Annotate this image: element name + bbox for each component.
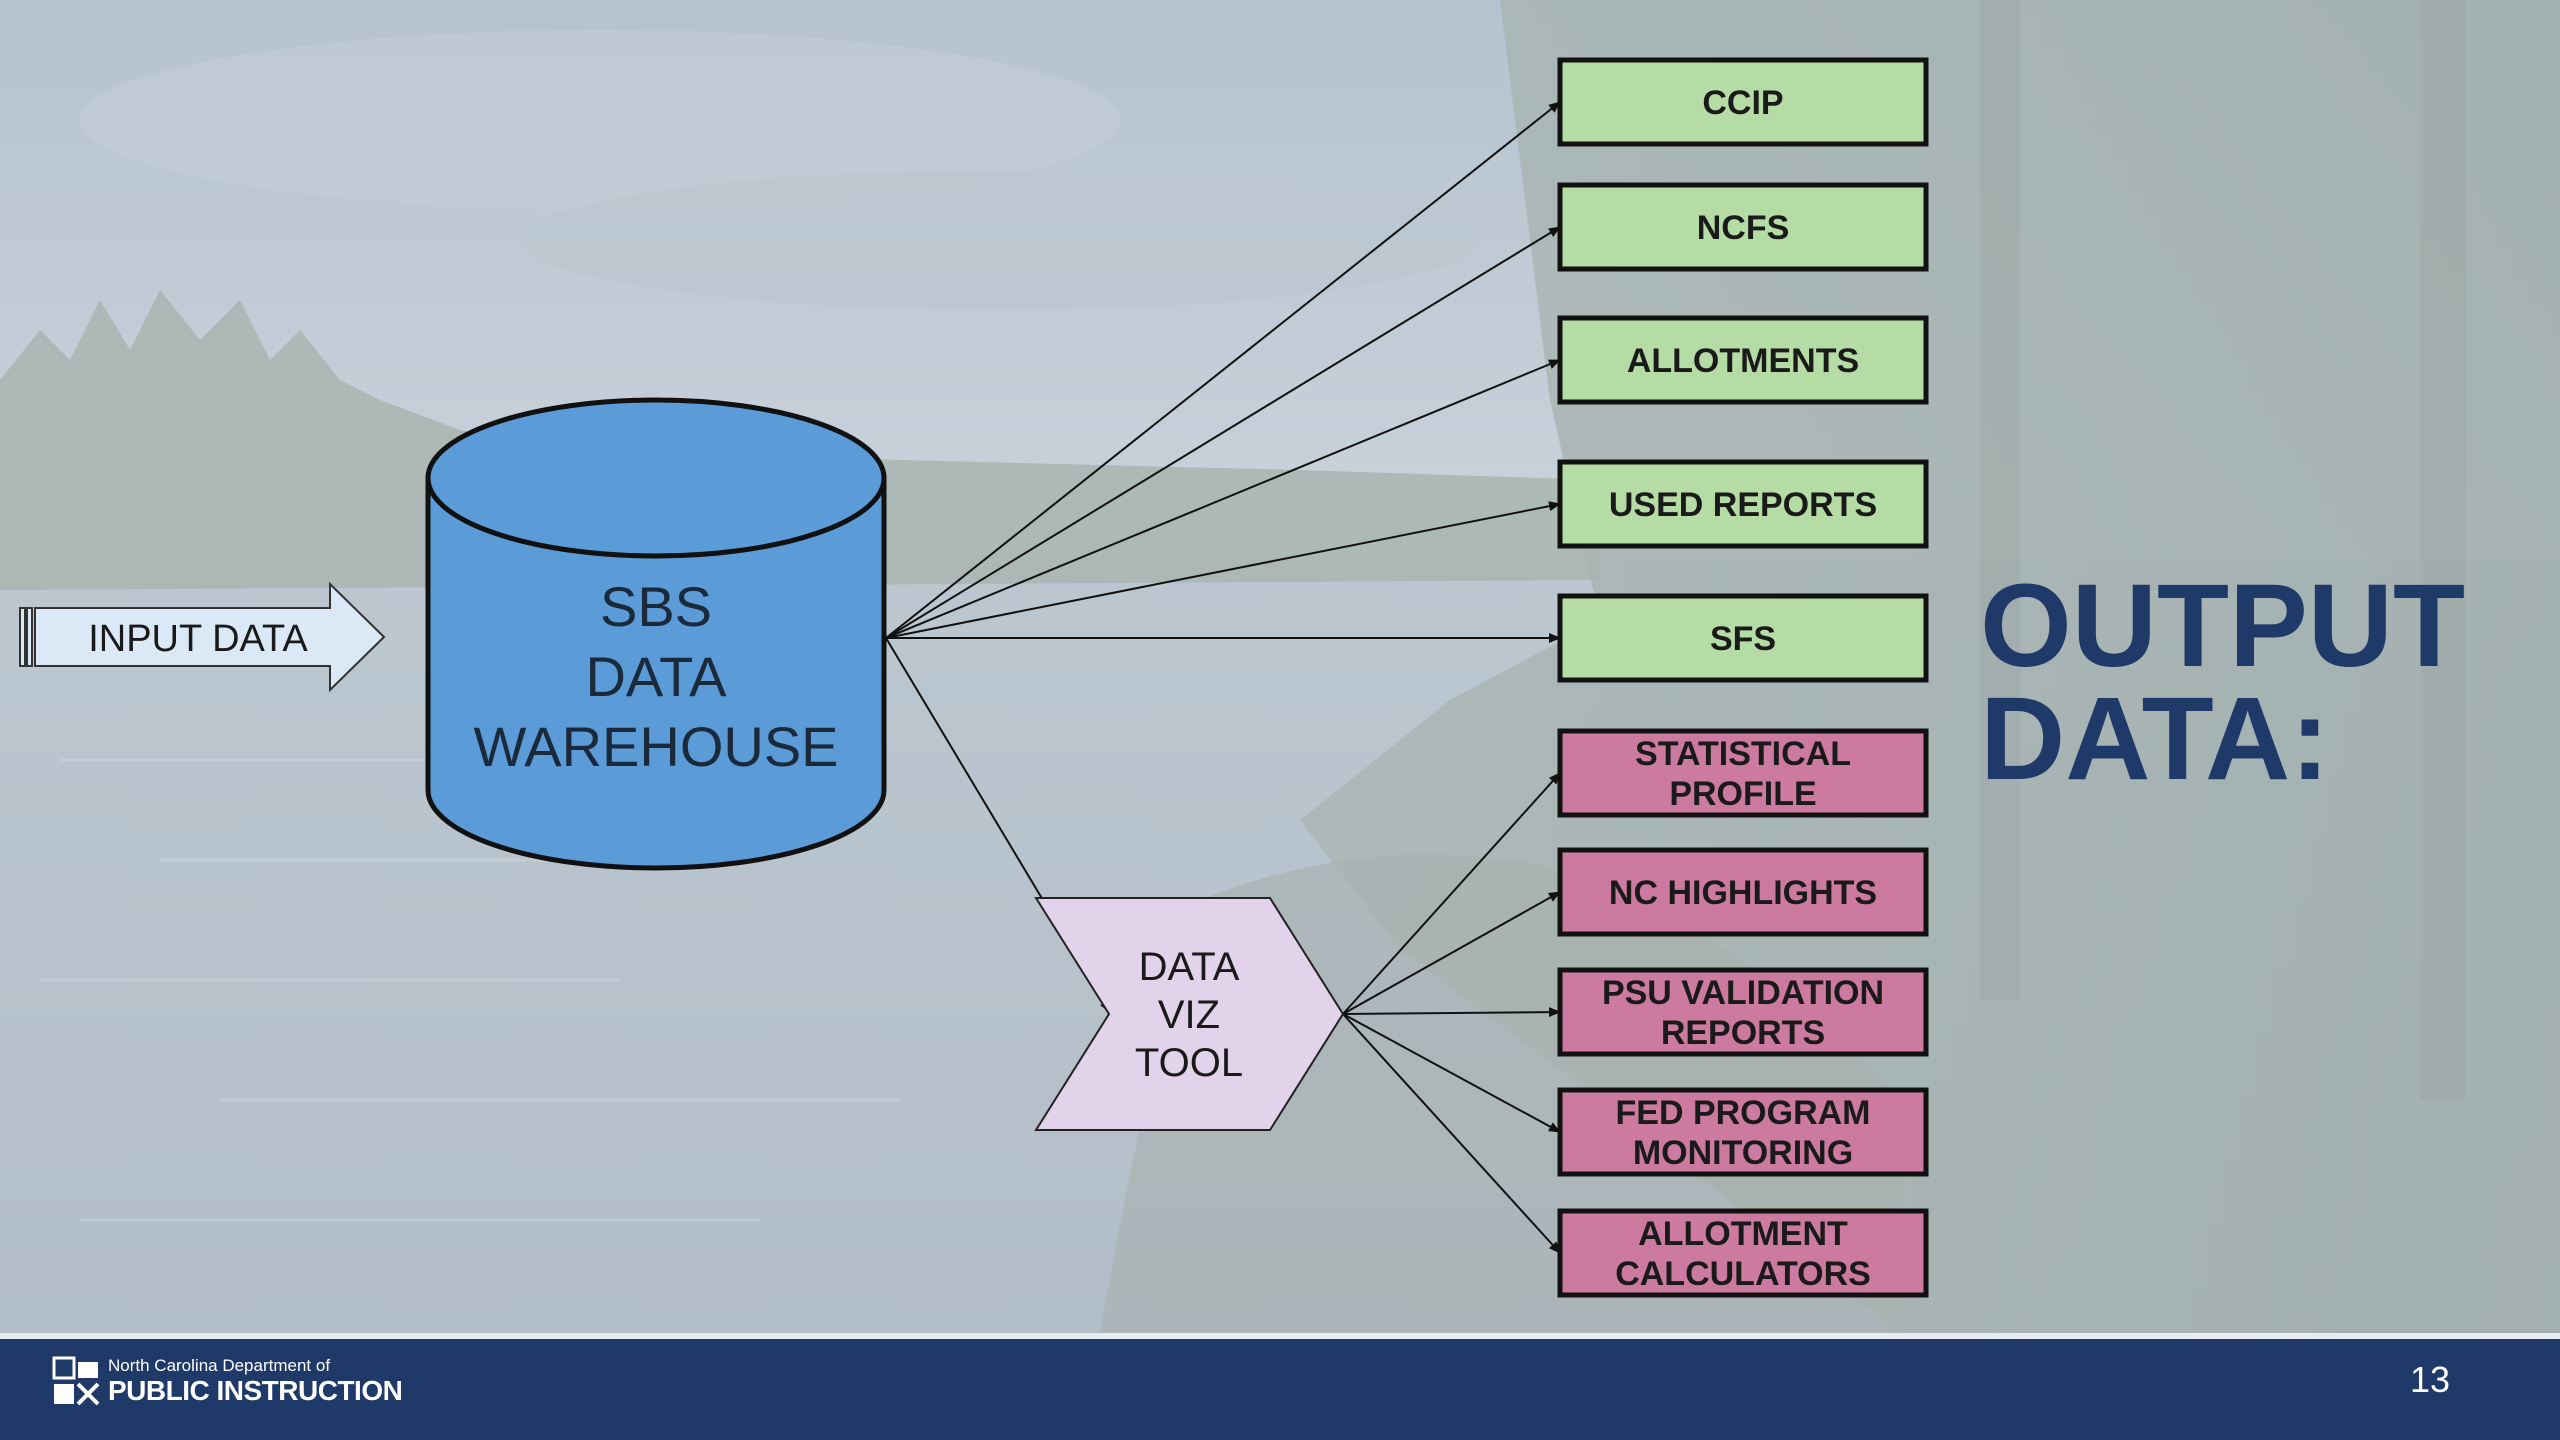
- arrow-to-allotment-calculators: [1342, 1013, 1561, 1254]
- output-box-nc-highlights: NC HIGHLIGHTS: [1557, 847, 1929, 937]
- connector-arrows: [885, 101, 1561, 1254]
- warehouse-output-boxes: CCIP NCFS ALLOTMENTS USED REPORTS SFS: [1557, 57, 1929, 683]
- arrow-to-ncfs: [885, 226, 1561, 639]
- output-box-label: PROFILE: [1669, 775, 1816, 813]
- output-box-label: USED REPORTS: [1609, 486, 1877, 524]
- warehouse-label-line-2: DATA: [585, 645, 727, 708]
- output-data-title: OUTPUT DATA:: [1980, 560, 2466, 805]
- output-box-label: NCFS: [1697, 209, 1790, 247]
- output-box-ccip: CCIP: [1557, 57, 1929, 147]
- output-box-label: CCIP: [1702, 84, 1783, 122]
- arrow-to-nc-highlights: [1342, 891, 1561, 1015]
- output-box-label: PSU VALIDATION: [1602, 974, 1884, 1012]
- slide-number: 13: [2409, 1359, 2450, 1400]
- output-box-label: STATISTICAL: [1635, 735, 1851, 773]
- output-box-label: REPORTS: [1661, 1014, 1825, 1052]
- org-name-line-2: PUBLIC INSTRUCTION: [108, 1375, 403, 1406]
- output-box-label: SFS: [1710, 620, 1776, 658]
- output-box-label: NC HIGHLIGHTS: [1609, 874, 1877, 912]
- output-box-sfs: SFS: [1557, 593, 1929, 683]
- arrow-to-ccip: [885, 101, 1561, 639]
- footer-bar: North Carolina Department of PUBLIC INST…: [0, 1333, 2560, 1440]
- org-name-line-1: North Carolina Department of: [108, 1356, 331, 1375]
- output-box-used-reports: USED REPORTS: [1557, 459, 1929, 549]
- viz-label-line-1: DATA: [1139, 945, 1240, 989]
- warehouse-label-line-3: WAREHOUSE: [473, 715, 838, 778]
- arrow-to-used-reports: [885, 501, 1561, 639]
- data-viz-tool-shape: DATA VIZ TOOL: [1034, 897, 1345, 1131]
- warehouse-label-line-1: SBS: [600, 575, 712, 638]
- output-box-label: CALCULATORS: [1615, 1255, 1871, 1293]
- arrow-to-psu-validation-reports: [1342, 1007, 1561, 1018]
- input-data-label: INPUT DATA: [88, 618, 308, 660]
- ncdpi-logo: North Carolina Department of PUBLIC INST…: [52, 1351, 403, 1411]
- arrow-to-fed-program-monitoring: [1342, 1013, 1561, 1133]
- output-box-ncfs: NCFS: [1557, 182, 1929, 272]
- arrow-to-statistical-profile: [1342, 772, 1561, 1015]
- output-box-label: ALLOTMENT: [1638, 1215, 1848, 1253]
- data-flow-diagram: INPUT DATA SBS DATA WAREHOUSE DATA VIZ T…: [19, 57, 1929, 1298]
- output-box-label: FED PROGRAM: [1616, 1094, 1871, 1132]
- ncdpi-logo-mark: [52, 1356, 100, 1406]
- viz-label-line-3: TOOL: [1135, 1041, 1243, 1085]
- viz-label-line-2: VIZ: [1158, 993, 1220, 1037]
- sbs-data-warehouse-cylinder: SBS DATA WAREHOUSE: [425, 397, 887, 871]
- output-box-allotments: ALLOTMENTS: [1557, 315, 1929, 405]
- arrow-to-allotments: [885, 359, 1561, 639]
- input-data-arrow: INPUT DATA: [19, 581, 386, 693]
- output-box-label: ALLOTMENTS: [1627, 342, 1859, 380]
- output-box-label: MONITORING: [1633, 1134, 1853, 1172]
